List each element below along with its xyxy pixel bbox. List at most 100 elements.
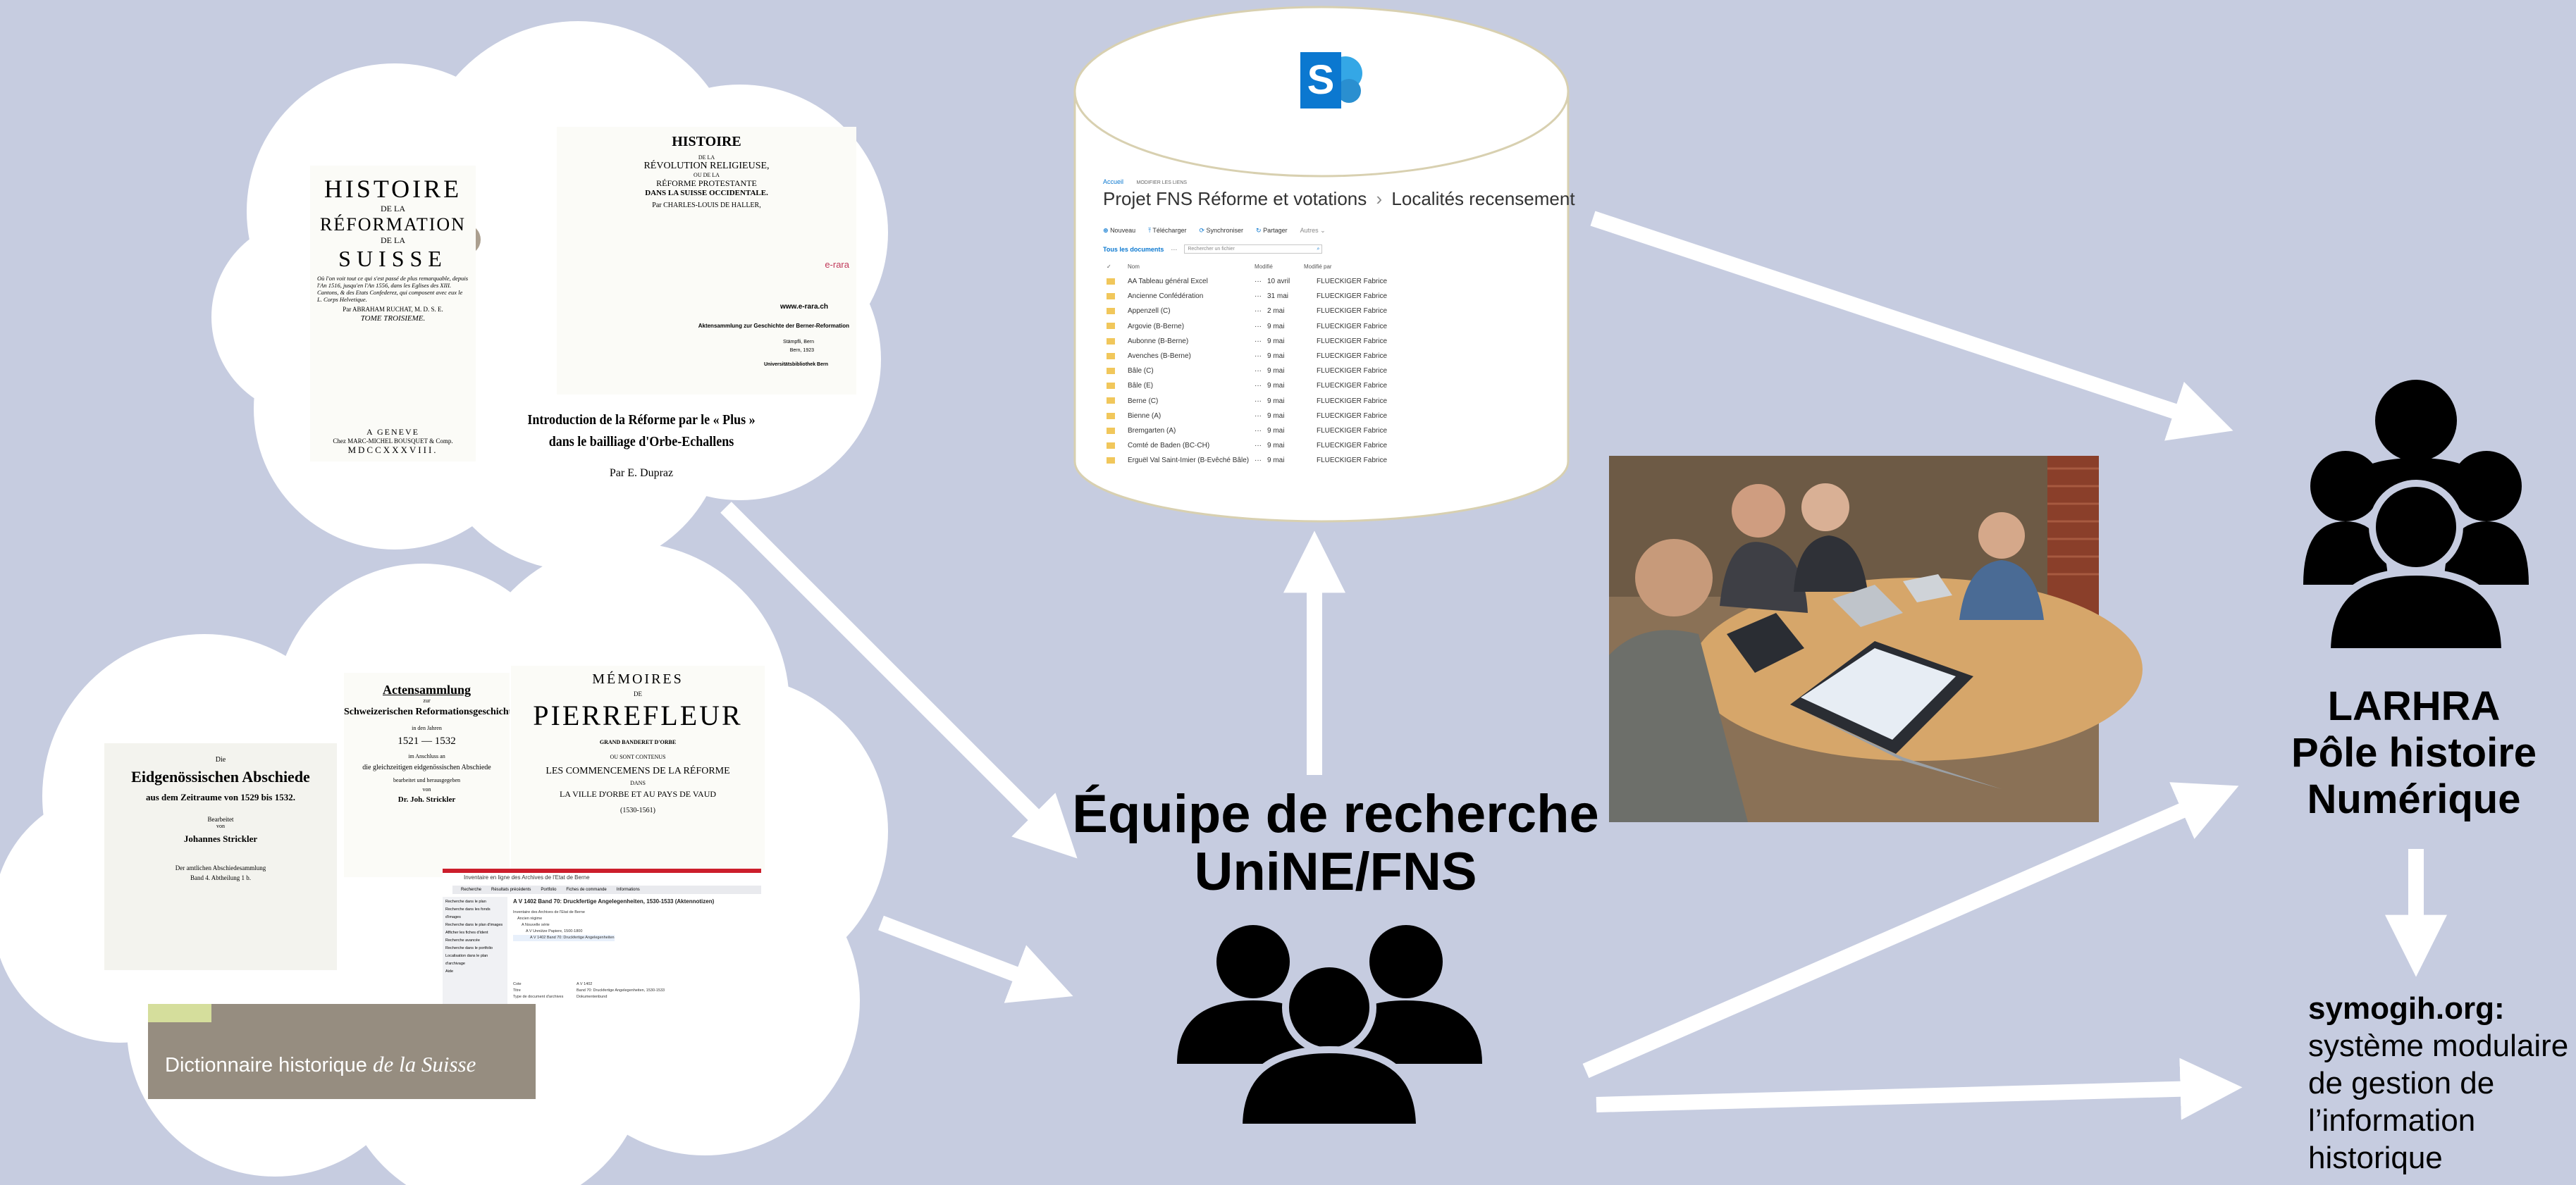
archives-sidebar-item[interactable]: Recherche dans le plan d'images bbox=[445, 923, 503, 927]
file-name[interactable]: Bâle (E) bbox=[1128, 382, 1154, 390]
archives-header-bar bbox=[443, 869, 761, 873]
file-name[interactable]: Bâle (C) bbox=[1128, 367, 1154, 376]
row-menu-icon[interactable]: ··· bbox=[1255, 292, 1262, 301]
upload-button[interactable]: ⤒ Télécharger bbox=[1148, 227, 1186, 235]
sharepoint-toolbar: ⊕ Nouveau ⤒ Télécharger ⟳ Synchroniser ↻… bbox=[1103, 227, 1326, 235]
share-button[interactable]: ↻ Partager bbox=[1256, 227, 1288, 235]
title-separator: › bbox=[1376, 188, 1383, 209]
file-row[interactable]: Erguël Val Saint-Imier (B-Evêché Bâle) ··… bbox=[1107, 457, 1387, 464]
book-publisher: Chez MARC-MICHEL BOUSQUET & Comp. bbox=[333, 438, 453, 445]
archives-tree-item[interactable]: Inventaire des Archives de l'Etat de Ber… bbox=[513, 910, 585, 914]
archives-sidebar-item[interactable]: Recherche dans le plan bbox=[445, 900, 486, 904]
book-title-line: Der amtlichen Abschiedesammlung bbox=[175, 864, 266, 871]
archives-tab[interactable]: Informations bbox=[616, 888, 640, 892]
larhra-label: LARHRA Pôle histoire Numérique bbox=[2269, 683, 2558, 823]
arrow-team-to-symogih bbox=[1596, 1057, 2243, 1120]
archives-tab[interactable]: Recherche bbox=[461, 888, 482, 892]
file-name[interactable]: Bremgarten (A) bbox=[1128, 427, 1176, 435]
file-name[interactable]: Aubonne (B-Berne) bbox=[1128, 337, 1189, 345]
file-modified-by: FLUECKIGER Fabrice bbox=[1317, 442, 1388, 450]
row-menu-icon[interactable]: ··· bbox=[1255, 367, 1262, 376]
archives-tree-item[interactable]: Ancien régime bbox=[517, 917, 543, 921]
archives-tree-item[interactable]: A V 1402 Band 70: Druckfertige Angelegen… bbox=[513, 935, 615, 941]
dhs-banner: Dictionnaire historique de la Suisse bbox=[148, 1004, 536, 1099]
select-all-icon[interactable]: ✓ bbox=[1107, 263, 1111, 270]
team-title-line1: Équipe de recherche bbox=[1072, 784, 1599, 844]
arrow-team-to-larhra bbox=[1582, 782, 2239, 1079]
team-title: Équipe de recherche UniNE/FNS bbox=[1071, 786, 1600, 901]
archives-sidebar-item[interactable]: Recherche avancée bbox=[445, 938, 480, 943]
row-menu-icon[interactable]: ··· bbox=[1255, 352, 1262, 360]
file-modified: 9 mai bbox=[1267, 457, 1285, 465]
file-name[interactable]: Erguël Val Saint-Imier (B-Evêché Bâle) bbox=[1128, 457, 1250, 465]
publisher-line: Stämpfli, Bern bbox=[783, 340, 814, 345]
book-title-line: OU SONT CONTENUS bbox=[610, 754, 666, 760]
file-name[interactable]: Argovie (B-Berne) bbox=[1128, 322, 1185, 330]
row-menu-icon[interactable]: ··· bbox=[1255, 382, 1262, 390]
row-menu-icon[interactable]: ··· bbox=[1255, 337, 1262, 345]
row-menu-icon[interactable]: ··· bbox=[1255, 307, 1262, 316]
archives-tree-item[interactable]: A V Unnütze Papiere, 1500-1800 bbox=[526, 929, 583, 933]
archives-tab[interactable]: Résultats précédents bbox=[491, 888, 531, 892]
dhs-title-main: Dictionnaire historique bbox=[165, 1054, 367, 1077]
book-title-line: die gleichzeitigen eidgenössischen Absch… bbox=[362, 764, 491, 771]
column-name[interactable]: Nom bbox=[1128, 263, 1140, 270]
book-title-line: LA VILLE D'ORBE ET AU PAYS DE VAUD bbox=[559, 789, 717, 799]
file-name[interactable]: Ancienne Confédération bbox=[1128, 292, 1204, 301]
archives-field-value: Band 70: Druckfertige Angelegenheiten, 1… bbox=[577, 988, 665, 993]
new-button[interactable]: ⊕ Nouveau bbox=[1103, 227, 1135, 235]
article-title-line: Introduction de la Réforme par le « Plus… bbox=[527, 412, 756, 428]
file-name[interactable]: Avenches (B-Berne) bbox=[1128, 352, 1191, 360]
archives-sidebar-item[interactable]: Afficher les fiches d'ident bbox=[445, 931, 488, 935]
row-menu-icon[interactable]: ··· bbox=[1255, 427, 1262, 435]
larhra-group-icon bbox=[2303, 380, 2529, 655]
file-name[interactable]: Berne (C) bbox=[1128, 397, 1159, 405]
row-menu-icon[interactable]: ··· bbox=[1255, 457, 1262, 465]
ellipsis-icon[interactable]: ··· bbox=[1171, 245, 1178, 253]
file-name[interactable]: Bienne (A) bbox=[1128, 411, 1161, 420]
book-title-line: MÉMOIRES bbox=[592, 671, 684, 687]
book-place: A GENEVE bbox=[366, 427, 419, 437]
file-name[interactable]: Appenzell (C) bbox=[1128, 307, 1171, 316]
sync-button[interactable]: ⟳ Synchroniser bbox=[1199, 227, 1243, 235]
archives-sidebar-item[interactable]: Recherche dans les fonds d'images bbox=[445, 907, 491, 919]
row-menu-icon[interactable]: ··· bbox=[1255, 278, 1262, 285]
search-icon[interactable]: ⌕ bbox=[1317, 247, 1320, 252]
book-title-line: von bbox=[422, 786, 431, 793]
archives-tab[interactable]: Portfolio bbox=[541, 888, 557, 892]
view-all-documents[interactable]: Tous les documents bbox=[1103, 245, 1164, 253]
folder-icon bbox=[1107, 397, 1115, 404]
row-menu-icon[interactable]: ··· bbox=[1255, 442, 1262, 450]
year-line: Bern, 1923 bbox=[789, 348, 814, 353]
row-menu-icon[interactable]: ··· bbox=[1255, 397, 1262, 405]
archives-sidebar-item[interactable]: Recherche dans le portfolio bbox=[445, 946, 493, 950]
column-modified[interactable]: Modifié bbox=[1255, 263, 1273, 270]
breadcrumb-home[interactable]: Accueil bbox=[1103, 178, 1124, 185]
book-author: Par CHARLES-LOUIS DE HALLER, bbox=[652, 201, 761, 209]
archives-tree-item[interactable]: A Nouvelle série bbox=[522, 923, 550, 927]
more-button[interactable]: Autres ⌄ bbox=[1300, 227, 1326, 235]
sharepoint-site-title[interactable]: Projet FNS Réforme et votations bbox=[1103, 188, 1367, 209]
row-menu-icon[interactable]: ··· bbox=[1255, 411, 1262, 420]
search-input[interactable]: Rechercher un fichier ⌕ bbox=[1184, 244, 1323, 254]
archives-sidebar-item[interactable]: Aide bbox=[445, 969, 454, 974]
archives-sidebar-item[interactable]: Localisation dans le plan d'archivage bbox=[445, 954, 488, 966]
archives-tab[interactable]: Fiches de commande bbox=[566, 888, 607, 892]
column-modified-by[interactable]: Modifié par bbox=[1304, 263, 1332, 270]
file-name[interactable]: AA Tableau général Excel bbox=[1128, 278, 1208, 285]
file-name[interactable]: Comté de Baden (BC-CH) bbox=[1128, 442, 1210, 450]
breadcrumb-edit-links[interactable]: MODIFIER LES LIENS bbox=[1136, 180, 1188, 185]
row-menu-icon[interactable]: ··· bbox=[1255, 322, 1262, 330]
